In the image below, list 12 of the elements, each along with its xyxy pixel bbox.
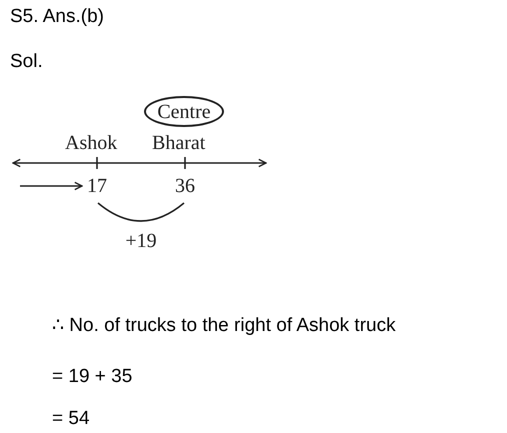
circled-label: Centre — [144, 96, 224, 127]
solution-heading: Sol. — [10, 51, 43, 74]
answer-heading: S5. Ans.(b) — [10, 6, 104, 29]
number-label: 17 — [84, 174, 110, 198]
point-label: Bharat — [152, 131, 206, 155]
point-label: Ashok — [65, 131, 118, 155]
conclusion-text: ∴ No. of trucks to the right of Ashok truck — [52, 315, 396, 338]
number-label: 36 — [172, 174, 198, 198]
difference-arc — [98, 202, 184, 222]
result-text: = 54 — [52, 408, 90, 431]
equation-text: = 19 + 35 — [52, 366, 132, 389]
arrow — [20, 182, 83, 190]
